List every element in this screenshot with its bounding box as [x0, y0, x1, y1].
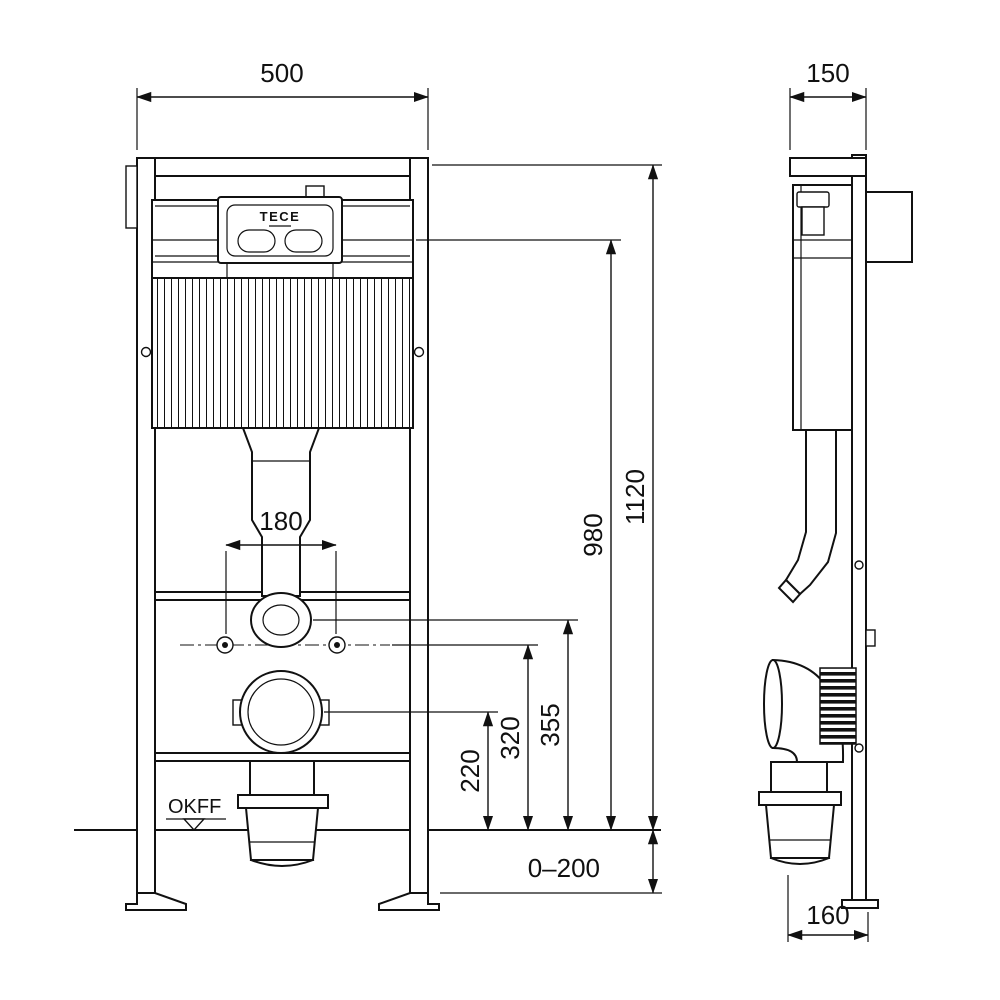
elbow-opening: [763, 659, 783, 749]
toilet-outlet: [239, 670, 323, 754]
brand-logo: TECE: [260, 209, 301, 224]
rail-screw-right: [413, 346, 425, 358]
rail-screw-side-top: [854, 560, 864, 570]
dimensions-side: 150 160: [787, 58, 869, 942]
wall-rail: [851, 154, 867, 901]
foot-right: [378, 892, 440, 911]
dim-bolt-spacing: 180: [259, 506, 302, 536]
dim-total-height: 1120: [620, 469, 650, 525]
front-view: TECE OKFF: [74, 157, 661, 911]
fill-valve-body: [801, 206, 825, 236]
dim-bolt-height: 320: [495, 716, 525, 759]
side-view: [758, 154, 913, 909]
drain-flange: [237, 794, 329, 809]
drain-bell: [244, 807, 320, 861]
dim-outlet-height: 220: [455, 749, 485, 792]
floor-level-label: OKFF: [168, 796, 221, 818]
rail-screw-side-bottom: [854, 743, 864, 753]
fill-valve-cap: [796, 191, 830, 208]
flush-button-left: [237, 229, 276, 253]
dim-side-depth: 150: [806, 58, 849, 88]
foot-side: [841, 899, 879, 909]
flush-pipe-connection: [250, 592, 312, 648]
drain-stub: [249, 760, 315, 796]
dimensions-front: 500 180 1120 980 355 320 220 0–200: [136, 58, 662, 894]
flush-pipe: [241, 427, 321, 597]
water-connection-stub: [777, 578, 802, 604]
foot-left: [125, 892, 187, 911]
dim-outlet-depth: 160: [806, 900, 849, 930]
drain-bell-side: [764, 804, 836, 859]
elbow-sleeve: [819, 667, 857, 745]
drain-flange-side: [758, 791, 842, 806]
rail-bracket-side: [865, 629, 876, 647]
floor-level-triangle: [182, 818, 206, 832]
rail-screw-left: [140, 346, 152, 358]
flush-plate-panel: [226, 204, 334, 257]
side-tab: [125, 165, 138, 229]
dim-foot-adjustment: 0–200: [528, 853, 600, 883]
flush-pipe-side: [784, 429, 837, 596]
wall-bracket: [865, 191, 913, 263]
flush-plate: [217, 196, 343, 264]
flush-button-right: [284, 229, 323, 253]
drain-stub-side: [770, 761, 828, 793]
dim-flush-plate-height: 980: [578, 513, 608, 556]
top-rail-side: [789, 157, 867, 177]
cistern-insulation: [151, 277, 414, 429]
dim-front-width: 500: [260, 58, 303, 88]
dim-connection-height: 355: [535, 703, 565, 746]
